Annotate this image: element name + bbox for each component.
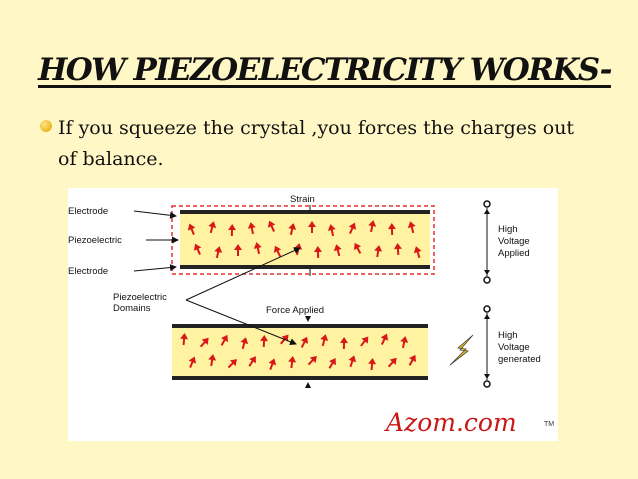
label-domains-line1: Piezoelectric [113, 292, 167, 303]
domain-arrow [267, 220, 276, 232]
terminal-bottom-1 [483, 305, 491, 313]
domain-arrow [368, 358, 377, 371]
domain-arrow [247, 222, 256, 235]
hv-applied-2: Voltage [498, 236, 530, 247]
bottom-domain-arrows [180, 333, 416, 371]
label-strain: Strain [290, 194, 315, 205]
terminal-bottom-2 [483, 380, 491, 388]
domain-arrow [387, 223, 396, 236]
domain-arrow [268, 358, 277, 371]
domain-arrow [193, 243, 202, 255]
terminal-top-1 [483, 200, 491, 208]
domain-arrow [234, 244, 242, 256]
domain-arrow [374, 245, 383, 258]
domain-arrow [300, 336, 309, 348]
domain-arrow [248, 356, 256, 367]
label-piezoelectric: Piezoelectric [68, 235, 122, 246]
label-force-applied: Force Applied [266, 305, 324, 316]
domain-arrow [220, 334, 228, 346]
voltage-arrow-top-up [484, 209, 490, 214]
pointer-domains-bottom [185, 299, 297, 346]
top-electrode-lower [180, 265, 430, 269]
force-arrow-bottom [305, 382, 311, 388]
top-crystal [180, 212, 430, 267]
domain-arrow [199, 337, 209, 348]
domain-arrow [288, 223, 297, 236]
domain-arrow [273, 245, 282, 257]
domain-arrow [368, 220, 377, 233]
domain-arrow [333, 244, 342, 257]
domain-arrow [307, 355, 317, 366]
top-domain-arrows [187, 220, 422, 259]
domain-arrow [400, 336, 409, 349]
domain-arrow [288, 356, 297, 369]
domain-arrow [348, 355, 357, 368]
bottom-electrode-upper [172, 324, 428, 328]
domain-arrow [380, 333, 389, 345]
domain-arrow [253, 242, 262, 255]
domain-arrow [360, 336, 369, 347]
bullet-item: If you squeeze the crystal ,you forces t… [38, 113, 598, 175]
piezo-diagram-svg: Electrode Piezoelectric Electrode Piezoe… [68, 194, 554, 437]
hv-applied-3: Applied [498, 248, 530, 259]
label-electrode-top: Electrode [68, 206, 108, 217]
domain-arrow [408, 354, 416, 366]
bottom-electrode-lower [172, 376, 428, 380]
domain-arrow [187, 223, 196, 236]
azom-logo: Azom.com [384, 408, 517, 437]
domain-arrow [228, 224, 237, 237]
hv-generated-3: generated [498, 354, 541, 365]
domain-arrow [208, 221, 217, 234]
domain-arrow [327, 224, 336, 237]
label-domains-line2: Domains [113, 303, 151, 314]
bullet-text: If you squeeze the crystal ,you forces t… [58, 117, 575, 170]
domain-arrow [387, 357, 397, 368]
piezo-diagram: Electrode Piezoelectric Electrode Piezoe… [68, 188, 558, 441]
domain-arrow [413, 246, 422, 259]
domain-arrow [180, 333, 189, 346]
pointer-electrode-top [133, 210, 177, 219]
hv-generated-1: High [498, 330, 518, 341]
hv-generated-2: Voltage [498, 342, 530, 353]
domain-arrow [313, 246, 322, 259]
bullet-dot-icon [40, 120, 52, 132]
domain-arrow [214, 246, 223, 259]
domain-arrow [353, 242, 362, 254]
domain-arrow [328, 357, 336, 369]
voltage-arrow-bottom-up [484, 314, 490, 319]
azom-logo-tm: TM [544, 421, 554, 428]
domain-arrow [308, 221, 316, 233]
pointer-electrode-bottom [133, 264, 177, 272]
domain-arrow [227, 359, 238, 369]
domain-arrow [340, 337, 349, 350]
domain-arrow [188, 356, 197, 369]
voltage-arrow-top-down [484, 270, 490, 275]
voltage-arrow-bottom-down [484, 374, 490, 379]
domain-arrow [348, 222, 357, 234]
force-arrow-top [305, 316, 311, 322]
domain-arrow [240, 337, 249, 350]
bottom-crystal [172, 326, 428, 378]
domain-arrow [208, 354, 217, 367]
domain-arrow [260, 335, 269, 348]
lightning-icon [449, 334, 474, 366]
domain-arrow [393, 243, 402, 256]
hv-applied-1: High [498, 224, 518, 235]
top-electrode-upper [180, 210, 430, 214]
domain-arrow [407, 221, 416, 234]
domain-arrow [320, 334, 329, 347]
label-electrode-bottom: Electrode [68, 266, 108, 277]
slide-title: HOW PIEZOELECTRICITY WORKS- [38, 52, 613, 88]
terminal-top-2 [483, 276, 491, 284]
pointer-domains-top [185, 247, 301, 301]
